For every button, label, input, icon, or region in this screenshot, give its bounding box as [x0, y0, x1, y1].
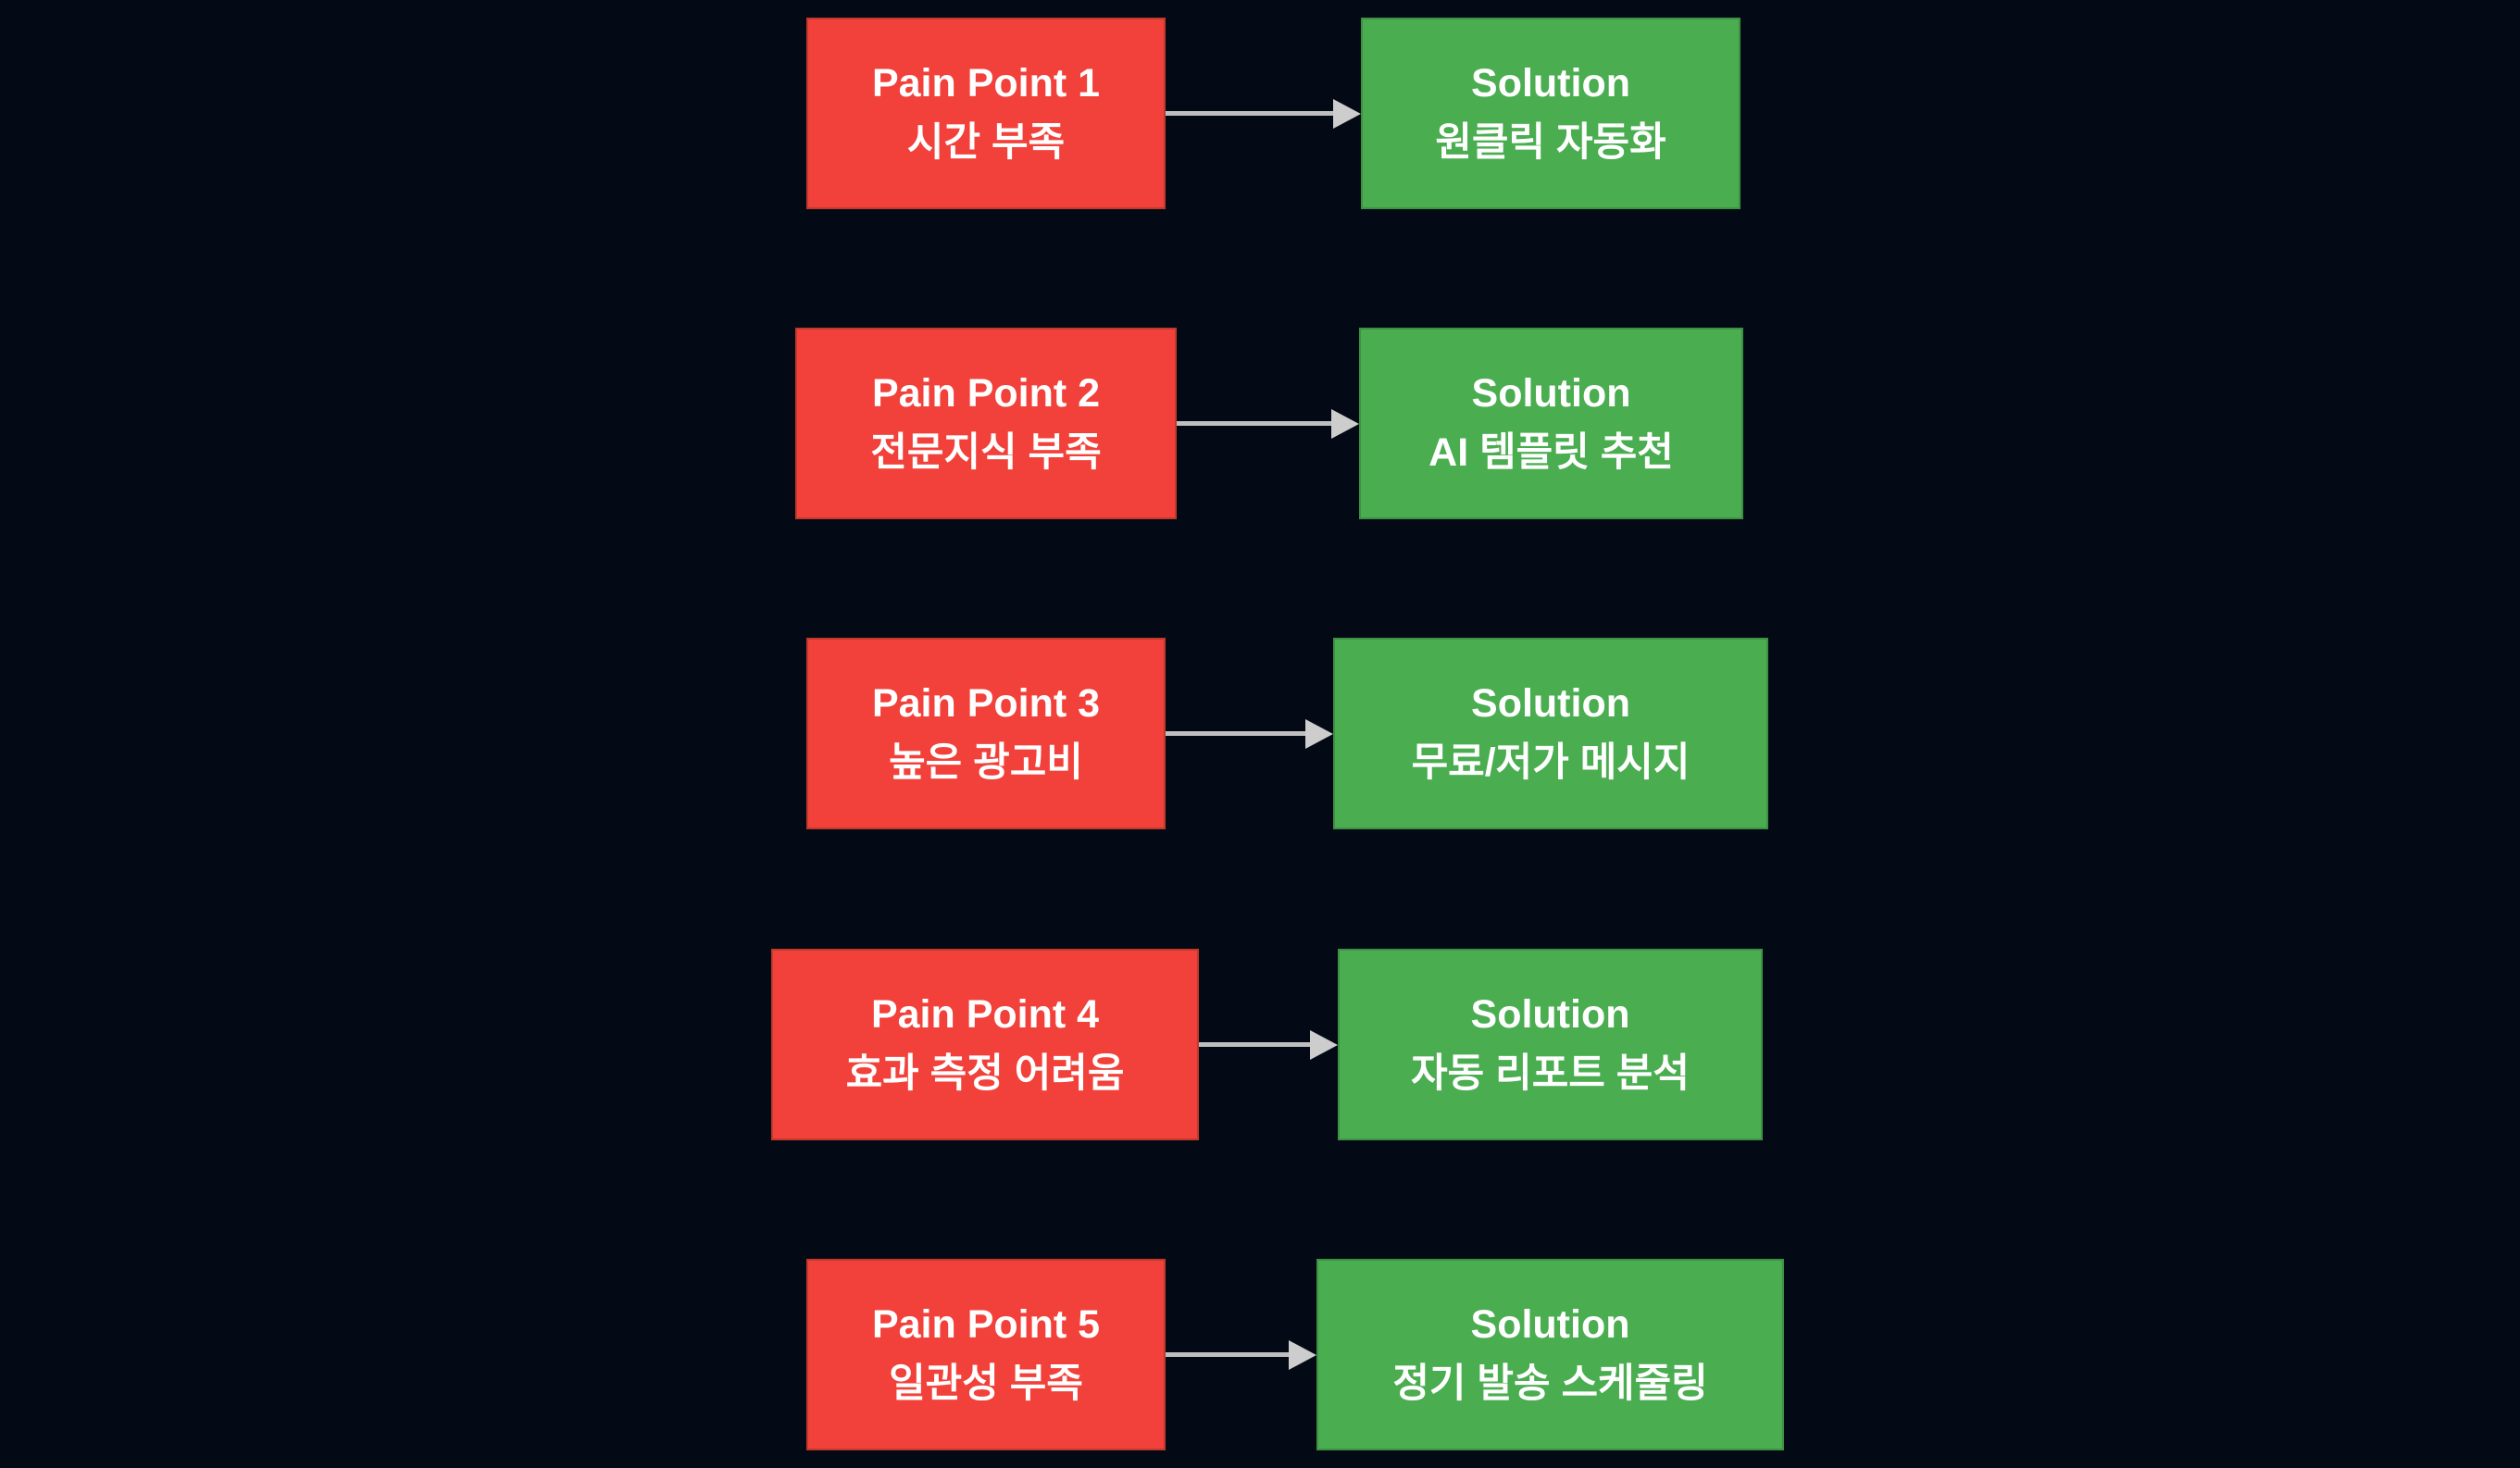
node-title: Pain Point 2 — [871, 371, 1101, 417]
node-title: Pain Point 1 — [871, 61, 1101, 106]
pain-point-node: Pain Point 2 전문지식 부족 — [795, 328, 1177, 519]
arrow-connector — [1166, 111, 1335, 116]
solution-node: Solution 자동 리포트 분석 — [1338, 949, 1763, 1140]
arrow-connector — [1199, 1042, 1312, 1047]
node-subtitle: 일관성 부족 — [889, 1361, 1083, 1406]
node-title: Pain Point 4 — [870, 992, 1100, 1038]
pain-point-node: Pain Point 3 높은 광고비 — [806, 638, 1166, 829]
arrowhead-icon — [1289, 1340, 1316, 1370]
arrowhead-icon — [1305, 719, 1333, 749]
node-title: Solution — [1470, 992, 1630, 1038]
pain-point-node: Pain Point 4 효과 측정 어려움 — [771, 949, 1199, 1140]
arrowhead-icon — [1333, 99, 1361, 129]
node-subtitle: 시간 부족 — [906, 119, 1066, 165]
node-subtitle: 높은 광고비 — [889, 740, 1083, 785]
node-subtitle: 효과 측정 어려움 — [845, 1051, 1125, 1096]
arrow-connector — [1166, 1352, 1291, 1357]
solution-node: Solution 정기 발송 스케줄링 — [1316, 1259, 1784, 1450]
node-title: Solution — [1471, 61, 1630, 106]
arrowhead-icon — [1331, 409, 1359, 439]
solution-node: Solution 무료/저가 메시지 — [1333, 638, 1768, 829]
solution-node: Solution 원클릭 자동화 — [1361, 18, 1740, 209]
node-title: Solution — [1471, 371, 1631, 417]
arrow-connector — [1177, 421, 1333, 426]
node-title: Pain Point 5 — [871, 1302, 1101, 1348]
node-subtitle: 자동 리포트 분석 — [1411, 1051, 1690, 1096]
node-subtitle: 전문지식 부족 — [870, 429, 1102, 475]
node-subtitle: 원클릭 자동화 — [1435, 119, 1666, 165]
node-subtitle: 정기 발송 스케줄링 — [1392, 1361, 1708, 1406]
pain-point-node: Pain Point 1 시간 부족 — [806, 18, 1166, 209]
node-title: Pain Point 3 — [871, 681, 1101, 727]
pain-point-node: Pain Point 5 일관성 부족 — [806, 1259, 1166, 1450]
node-subtitle: AI 템플릿 추천 — [1428, 429, 1674, 475]
solution-node: Solution AI 템플릿 추천 — [1359, 328, 1743, 519]
node-title: Solution — [1471, 681, 1630, 727]
arrow-connector — [1166, 731, 1307, 736]
arrowhead-icon — [1310, 1030, 1338, 1060]
node-subtitle: 무료/저가 메시지 — [1411, 740, 1690, 785]
node-title: Solution — [1470, 1302, 1630, 1348]
